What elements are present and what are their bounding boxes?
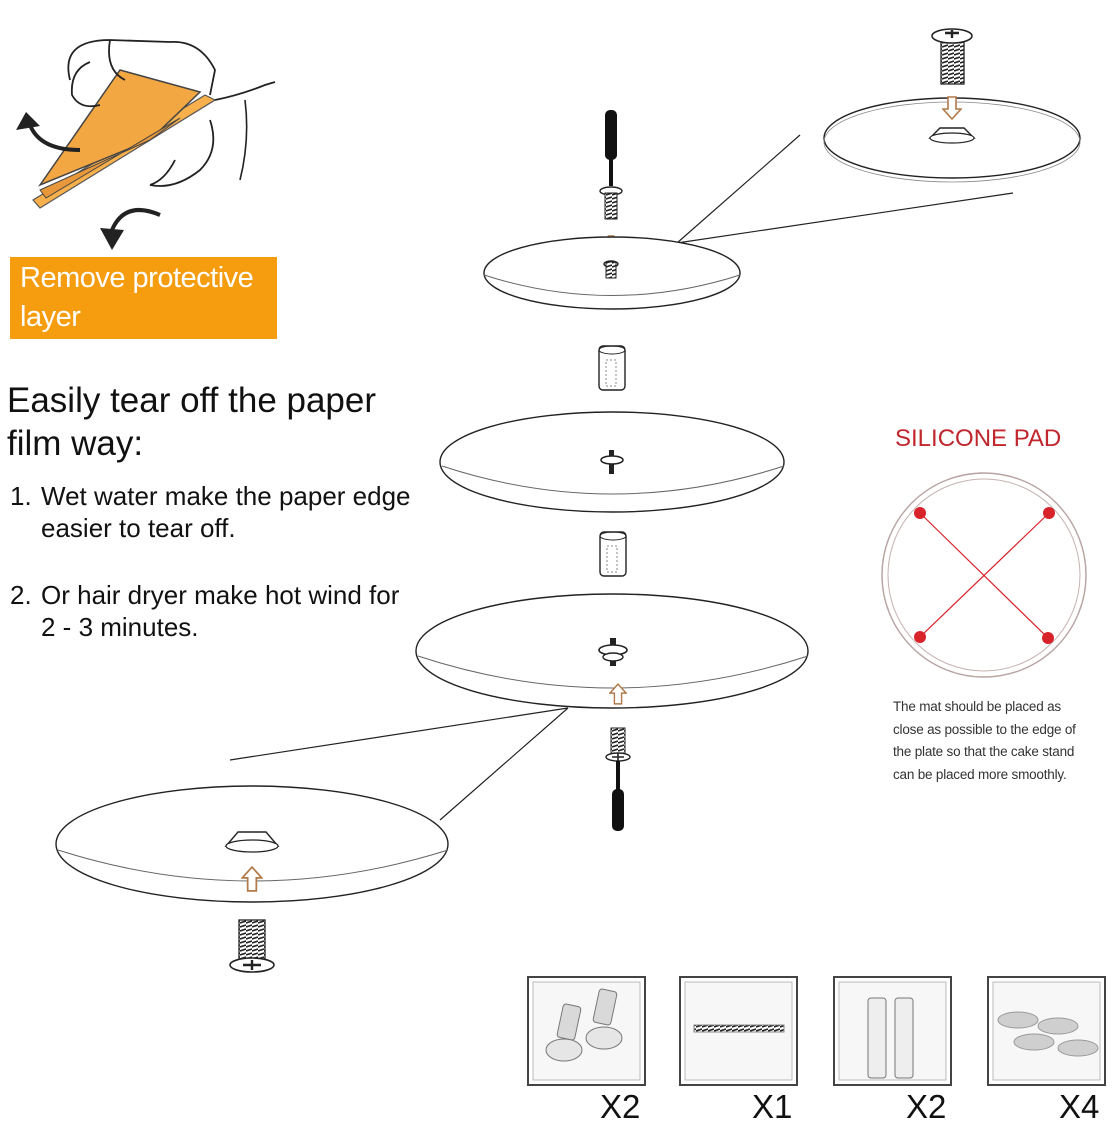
parts-box-pads [987,976,1106,1086]
parts-box-screws [527,976,646,1086]
hand-peeling-icon [32,39,276,209]
screws-icon [545,988,623,1062]
qty-screws: X2 [600,1088,641,1125]
bottom-detail-plate [55,785,449,973]
zoom-lines [229,134,1014,821]
qty-pads: X4 [1059,1088,1100,1125]
parts-box-rod [679,976,798,1086]
tubes-icon [867,997,914,1079]
pads-icon [997,1011,1099,1057]
qty-tubes: X2 [906,1088,947,1125]
plate-tier-2 [439,411,785,513]
curved-arrow-up-icon [16,112,81,152]
plate-tier-3 [415,593,809,709]
top-detail-plate [823,28,1081,183]
step-2-number: 2. [10,580,32,610]
step-2-text: Or hair dryer make hot wind for 2 - 3 mi… [41,580,400,642]
step-1: 1. Wet water make the paper edge easier … [10,480,420,544]
step-1-text: Wet water make the paper edge easier to … [41,481,411,543]
step-1-number: 1. [10,481,32,511]
connector-tube-1 [598,345,626,391]
curved-arrow-down-icon [100,208,161,250]
screwdriver-bottom-icon [605,727,631,831]
step-2: 2. Or hair dryer make hot wind for 2 - 3… [10,579,420,643]
silicone-pad-note: The mat should be placed as close as pos… [893,699,1076,782]
parts-box-tubes [833,976,952,1086]
remove-protective-layer-label: Remove protective layer [10,257,277,339]
instruction-steps: 1. Wet water make the paper edge easier … [10,480,420,678]
silicone-pad-diagram [881,472,1087,678]
silicone-pad-title: SILICONE PAD [895,425,1062,452]
screwdriver-top-icon [599,110,623,220]
plate-tier-1 [483,236,741,310]
qty-rod: X1 [752,1088,793,1125]
rod-icon [693,1024,785,1033]
instructions-heading: Easily tear off the paper film way: [7,381,377,463]
connector-tube-2 [599,531,627,577]
